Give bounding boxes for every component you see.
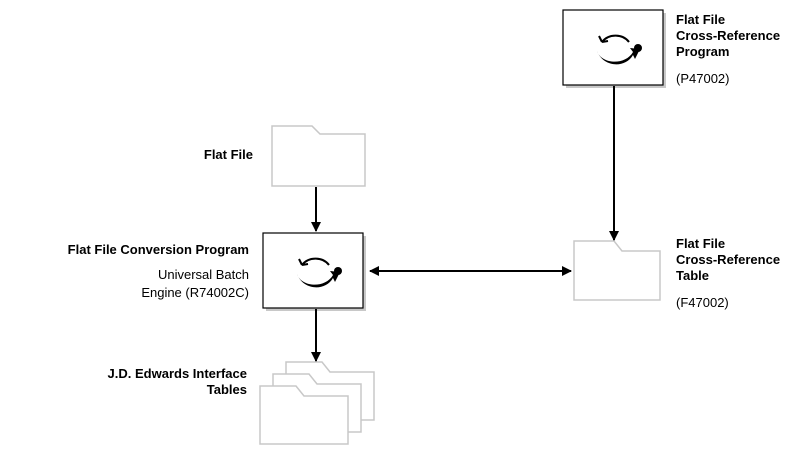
conversion-program-subtitle-line2: Engine (R74002C) [141, 285, 249, 300]
conversion-program-box [262, 232, 366, 311]
flat-file-label: Flat File [203, 147, 253, 162]
xref-table-title-line2: Cross-Reference [676, 252, 781, 267]
interface-tables-folder-stack-icon [259, 361, 375, 445]
flat-file-folder-icon [271, 125, 366, 187]
xref-table-title-line1: Flat File [676, 236, 726, 251]
conversion-program-process-icon [297, 257, 342, 288]
xref-program-title-line1: Flat File [676, 12, 726, 27]
xref-program-code: (P47002) [676, 71, 730, 86]
xref-table-code: (F47002) [676, 295, 729, 310]
interface-tables-title-line2: Tables [206, 382, 247, 397]
xref-program-title-line2: Cross-Reference [676, 28, 781, 43]
xref-table-title-line3: Table [676, 268, 709, 283]
xref-program-process-icon [597, 34, 642, 65]
xref-table-folder-icon [573, 240, 661, 301]
xref-program-title-line3: Program [676, 44, 730, 59]
conversion-program-subtitle-line1: Universal Batch [157, 267, 249, 282]
xref-program-box [562, 9, 666, 88]
conversion-program-title: Flat File Conversion Program [67, 242, 249, 257]
interface-tables-title-line1: J.D. Edwards Interface [107, 366, 247, 381]
